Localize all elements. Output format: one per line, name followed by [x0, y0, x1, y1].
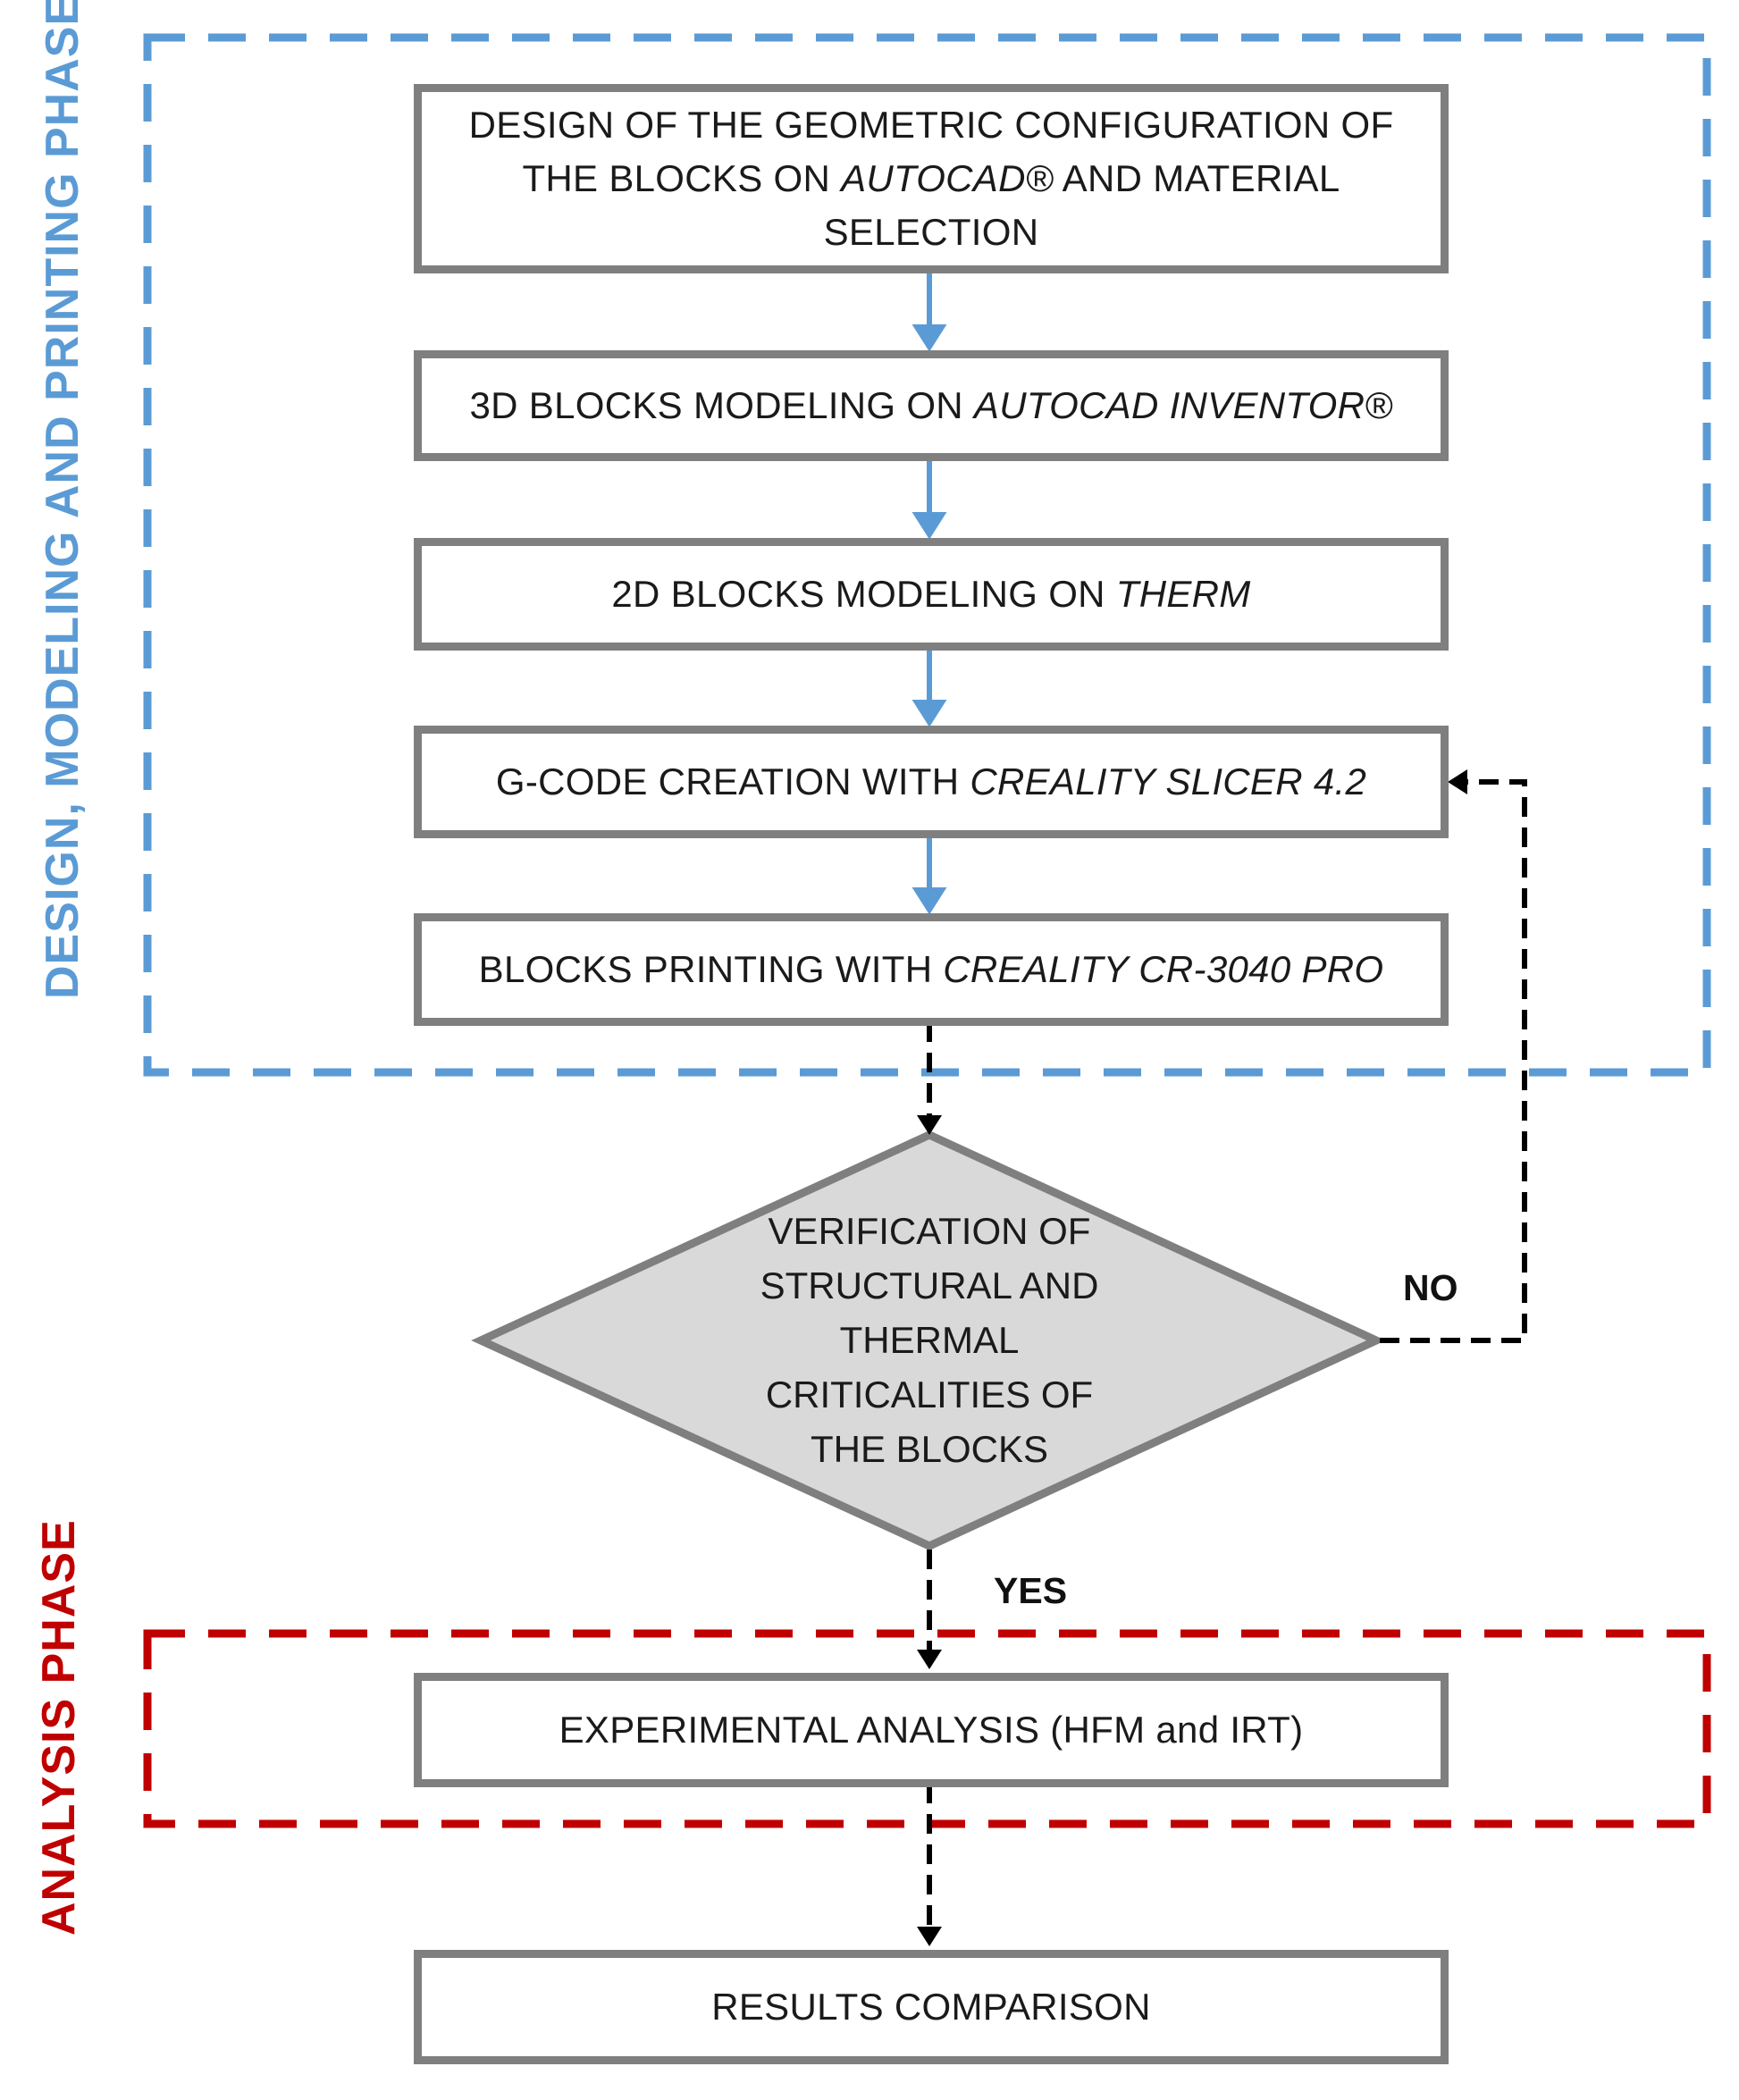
step-experimental-analysis: EXPERIMENTAL ANALYSIS (HFM and IRT) [414, 1673, 1449, 1787]
dashed-arrowheads [917, 769, 1467, 1946]
step-design-geometry-line1: DESIGN OF THE GEOMETRIC CONFIGURATION OF [468, 104, 1394, 146]
step-design-geometry-software: AUTOCAD® [841, 157, 1054, 199]
decision-text: VERIFICATION OF STRUCTURAL AND THERMAL C… [706, 1204, 1153, 1476]
decision-line-4: CRITICALITIES OF [765, 1373, 1094, 1415]
decision-line-1: VERIFICATION OF [768, 1210, 1091, 1252]
step-gcode: G-CODE CREATION WITH CREALITY SLICER 4.2 [414, 726, 1449, 838]
step-gcode-label: G-CODE CREATION WITH [495, 760, 970, 802]
step-gcode-software: CREALITY SLICER 4.2 [970, 760, 1367, 802]
step-3d-modeling-software: AUTOCAD INVENTOR® [973, 384, 1393, 426]
decision-line-3: THERMAL [839, 1319, 1020, 1361]
step-design-geometry: DESIGN OF THE GEOMETRIC CONFIGURATION OF… [414, 84, 1449, 273]
step-2d-modeling: 2D BLOCKS MODELING ON THERM [414, 538, 1449, 651]
decision-line-2: STRUCTURAL AND [760, 1264, 1099, 1306]
step-design-geometry-line2-pre: THE BLOCKS ON [522, 157, 842, 199]
step-printing-printer: CREALITY CR-3040 PRO [943, 948, 1384, 990]
step-design-geometry-line3: SELECTION [823, 211, 1039, 253]
step-printing: BLOCKS PRINTING WITH CREALITY CR-3040 PR… [414, 913, 1449, 1026]
blue-arrows [912, 270, 947, 915]
design-phase-label: DESIGN, MODELING AND PRINTING PHASE [37, 0, 88, 999]
step-results-comparison-label: RESULTS COMPARISON [711, 1986, 1151, 2028]
decision-yes-label: YES [994, 1570, 1068, 1611]
step-2d-modeling-software: THERM [1115, 573, 1251, 615]
step-2d-modeling-label: 2D BLOCKS MODELING ON [611, 573, 1116, 615]
decision-diamond [471, 1130, 1386, 1550]
analysis-phase-frame [143, 1629, 1711, 1828]
step-3d-modeling: 3D BLOCKS MODELING ON AUTOCAD INVENTOR® [414, 350, 1449, 461]
analysis-phase-label: ANALYSIS PHASE [33, 1519, 85, 1936]
step-design-geometry-line2-post: AND MATERIAL [1054, 157, 1340, 199]
step-results-comparison: RESULTS COMPARISON [414, 1950, 1449, 2064]
decision-no-label: NO [1403, 1267, 1458, 1308]
step-3d-modeling-label: 3D BLOCKS MODELING ON [469, 384, 974, 426]
step-printing-label: BLOCKS PRINTING WITH [478, 948, 944, 990]
dashed-arrows [927, 779, 1527, 1928]
step-experimental-analysis-label: EXPERIMENTAL ANALYSIS (HFM and IRT) [559, 1709, 1304, 1751]
decision-line-5: THE BLOCKS [810, 1428, 1049, 1470]
